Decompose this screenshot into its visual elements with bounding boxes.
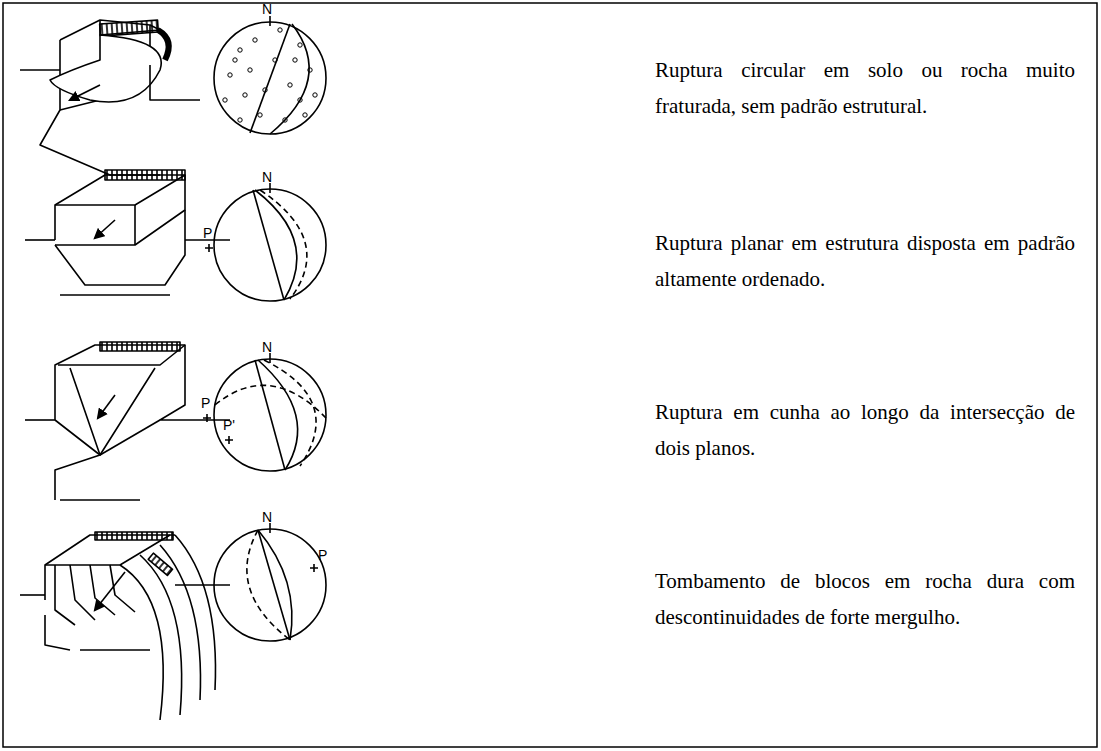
north-label: N (262, 2, 272, 16)
planar-failure-sketch (25, 170, 230, 295)
failure-description: Tombamento de blocos em rocha dura com d… (655, 563, 1075, 635)
failure-description: Ruptura planar em estrutura disposta em … (655, 225, 1075, 297)
stereonet (205, 183, 326, 301)
north-label: N (262, 170, 272, 184)
frame (3, 3, 1097, 747)
north-label: N (262, 510, 272, 524)
north-label: N (262, 340, 272, 354)
failure-description: Ruptura em cunha ao longo da intersecção… (655, 394, 1075, 466)
circular-failure-sketch (20, 20, 200, 175)
pole-label: P (203, 226, 212, 240)
stereonet (214, 16, 326, 134)
stereonet (214, 523, 326, 641)
pole-label: P (201, 396, 210, 410)
pole-label: P (318, 548, 327, 562)
pole-label: P' (223, 418, 235, 432)
wedge-failure-sketch (25, 342, 230, 500)
failure-description: Ruptura circular em solo ou rocha muito … (655, 52, 1075, 124)
toppling-sketch (20, 532, 230, 720)
stereonet (203, 353, 326, 471)
